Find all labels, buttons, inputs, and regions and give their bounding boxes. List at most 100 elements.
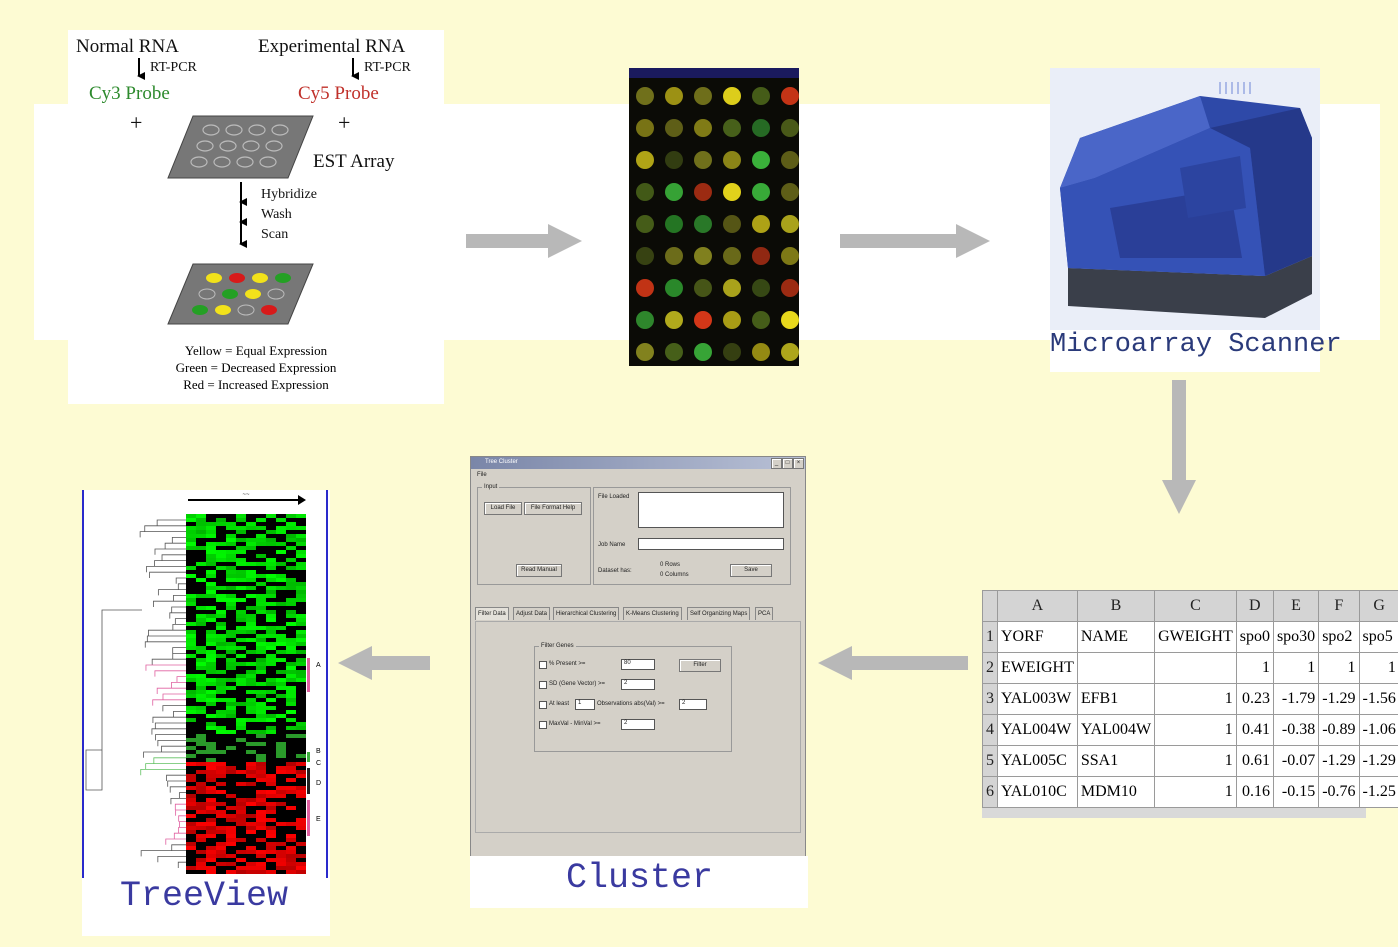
row-number[interactable]: 2 xyxy=(982,652,998,684)
table-cell[interactable]: spo5 xyxy=(1358,621,1398,653)
column-letter[interactable]: E xyxy=(1272,590,1320,622)
data-table: A B C D E F G 1 YORF NAME GWEIGHT spo0 s… xyxy=(982,590,1398,808)
table-cell[interactable]: -1.25 xyxy=(1358,776,1398,808)
table-cell[interactable]: spo30 xyxy=(1272,621,1320,653)
table-cell[interactable]: SSA1 xyxy=(1076,745,1156,777)
table-cell[interactable]: 1 xyxy=(1154,714,1237,746)
table-cell[interactable]: 0.16 xyxy=(1235,776,1274,808)
tab-adjust-data[interactable]: Adjust Data xyxy=(513,607,551,620)
cluster-bar-d xyxy=(307,768,310,794)
minimize-icon[interactable]: _ xyxy=(771,458,782,469)
table-cell[interactable]: -1.79 xyxy=(1272,683,1320,715)
observations-input[interactable]: 2 xyxy=(679,699,707,710)
table-cell[interactable]: -1.56 xyxy=(1358,683,1398,715)
pct-present-input[interactable]: 80 xyxy=(621,659,655,670)
column-letter[interactable]: A xyxy=(997,590,1078,622)
maxmin-input[interactable]: 2 xyxy=(621,719,655,730)
pct-present-checkbox[interactable] xyxy=(539,661,547,669)
table-row: 4 YAL004W YAL004W 1 0.41 -0.38 -0.89 -1.… xyxy=(982,714,1398,746)
table-cell[interactable]: EFB1 xyxy=(1076,683,1156,715)
table-cell[interactable]: -0.38 xyxy=(1272,714,1320,746)
microarray-spot xyxy=(694,279,712,297)
table-cell[interactable]: YAL005C xyxy=(997,745,1078,777)
normal-rna-label: Normal RNA xyxy=(76,36,179,57)
save-button[interactable]: Save xyxy=(730,564,772,577)
cy3-probe-label: Cy3 Probe xyxy=(89,83,170,104)
table-cell[interactable]: -1.06 xyxy=(1358,714,1398,746)
table-cell[interactable]: 1 xyxy=(1154,683,1237,715)
column-letter[interactable]: G xyxy=(1358,590,1398,622)
microarray-spot xyxy=(665,183,683,201)
table-cell[interactable]: YORF xyxy=(997,621,1078,653)
table-cell[interactable]: 0.23 xyxy=(1235,683,1274,715)
tab-k-means-clustering[interactable]: K-Means Clustering xyxy=(623,607,682,620)
column-letter[interactable]: B xyxy=(1076,590,1156,622)
table-cell[interactable]: spo0 xyxy=(1235,621,1274,653)
column-letter[interactable]: D xyxy=(1235,590,1274,622)
expression-data-spreadsheet: A B C D E F G 1 YORF NAME GWEIGHT spo0 s… xyxy=(982,590,1398,818)
table-cell[interactable]: 1 xyxy=(1272,652,1320,684)
table-cell[interactable]: -1.29 xyxy=(1318,745,1360,777)
sd-checkbox[interactable] xyxy=(539,681,547,689)
table-cell[interactable]: -0.07 xyxy=(1272,745,1320,777)
sd-input[interactable]: 2 xyxy=(621,679,655,690)
table-cell[interactable]: MDM10 xyxy=(1076,776,1156,808)
column-letter[interactable]: F xyxy=(1318,590,1360,622)
step-hybridize: Hybridize xyxy=(261,187,317,202)
table-cell[interactable]: 0.41 xyxy=(1235,714,1274,746)
cluster-title-bar: Tree Cluster _ □ × xyxy=(471,457,805,469)
arrow-data-to-cluster xyxy=(818,646,968,680)
table-cell[interactable]: 1 xyxy=(1358,652,1398,684)
at-least-input[interactable]: 1 xyxy=(575,699,595,710)
table-cell[interactable]: 1 xyxy=(1154,776,1237,808)
at-least-checkbox[interactable] xyxy=(539,701,547,709)
tab-self-organizing-maps[interactable]: Self Organizing Maps xyxy=(687,607,751,620)
microarray-spot xyxy=(636,311,654,329)
tab-hierarchical-clustering[interactable]: Hierarchical Clustering xyxy=(553,607,620,620)
maximize-icon[interactable]: □ xyxy=(782,458,793,469)
table-row: 1 YORF NAME GWEIGHT spo0 spo30 spo2 spo5 xyxy=(982,621,1398,653)
menu-file[interactable]: File xyxy=(477,472,487,478)
column-letter[interactable]: C xyxy=(1154,590,1237,622)
row-number[interactable]: 3 xyxy=(982,683,998,715)
table-cell[interactable]: 1 xyxy=(1235,652,1274,684)
table-cell[interactable]: EWEIGHT xyxy=(997,652,1078,684)
table-cell[interactable]: YAL004W xyxy=(1076,714,1156,746)
close-icon[interactable]: × xyxy=(793,458,804,469)
microarray-spot xyxy=(723,87,741,105)
row-number[interactable]: 1 xyxy=(982,621,998,653)
row-number[interactable]: 4 xyxy=(982,714,998,746)
microarray-spot xyxy=(694,247,712,265)
job-name-field[interactable] xyxy=(638,538,784,550)
filter-button[interactable]: Filter xyxy=(679,659,721,672)
table-cell[interactable]: 1 xyxy=(1154,745,1237,777)
maxmin-checkbox[interactable] xyxy=(539,721,547,729)
table-cell[interactable]: 1 xyxy=(1318,652,1360,684)
row-number[interactable]: 5 xyxy=(982,745,998,777)
table-cell[interactable]: 0.61 xyxy=(1235,745,1274,777)
table-cell[interactable]: GWEIGHT xyxy=(1154,621,1237,653)
table-cell[interactable]: spo2 xyxy=(1318,621,1360,653)
table-cell[interactable]: YAL004W xyxy=(997,714,1078,746)
table-cell[interactable]: YAL003W xyxy=(997,683,1078,715)
table-cell[interactable]: -1.29 xyxy=(1358,745,1398,777)
table-cell[interactable]: -0.15 xyxy=(1272,776,1320,808)
table-cell[interactable]: -0.76 xyxy=(1318,776,1360,808)
microarray-spots xyxy=(636,87,799,361)
load-file-button[interactable]: Load File xyxy=(484,502,522,515)
tab-filter-data[interactable]: Filter Data xyxy=(475,607,509,620)
file-format-help-button[interactable]: File Format Help xyxy=(524,502,582,515)
read-manual-button[interactable]: Read Manual xyxy=(516,564,562,577)
table-cell[interactable]: -0.89 xyxy=(1318,714,1360,746)
table-cell[interactable] xyxy=(1076,652,1156,684)
cluster-bar-b xyxy=(307,752,310,762)
file-loaded-field[interactable] xyxy=(638,492,784,528)
table-cell[interactable]: YAL010C xyxy=(997,776,1078,808)
tab-pca[interactable]: PCA xyxy=(755,607,774,620)
microarray-spot xyxy=(665,119,683,137)
columns-count: 0 Columns xyxy=(660,572,689,578)
row-number[interactable]: 6 xyxy=(982,776,998,808)
table-cell[interactable] xyxy=(1154,652,1237,684)
table-cell[interactable]: -1.29 xyxy=(1318,683,1360,715)
table-cell[interactable]: NAME xyxy=(1076,621,1156,653)
